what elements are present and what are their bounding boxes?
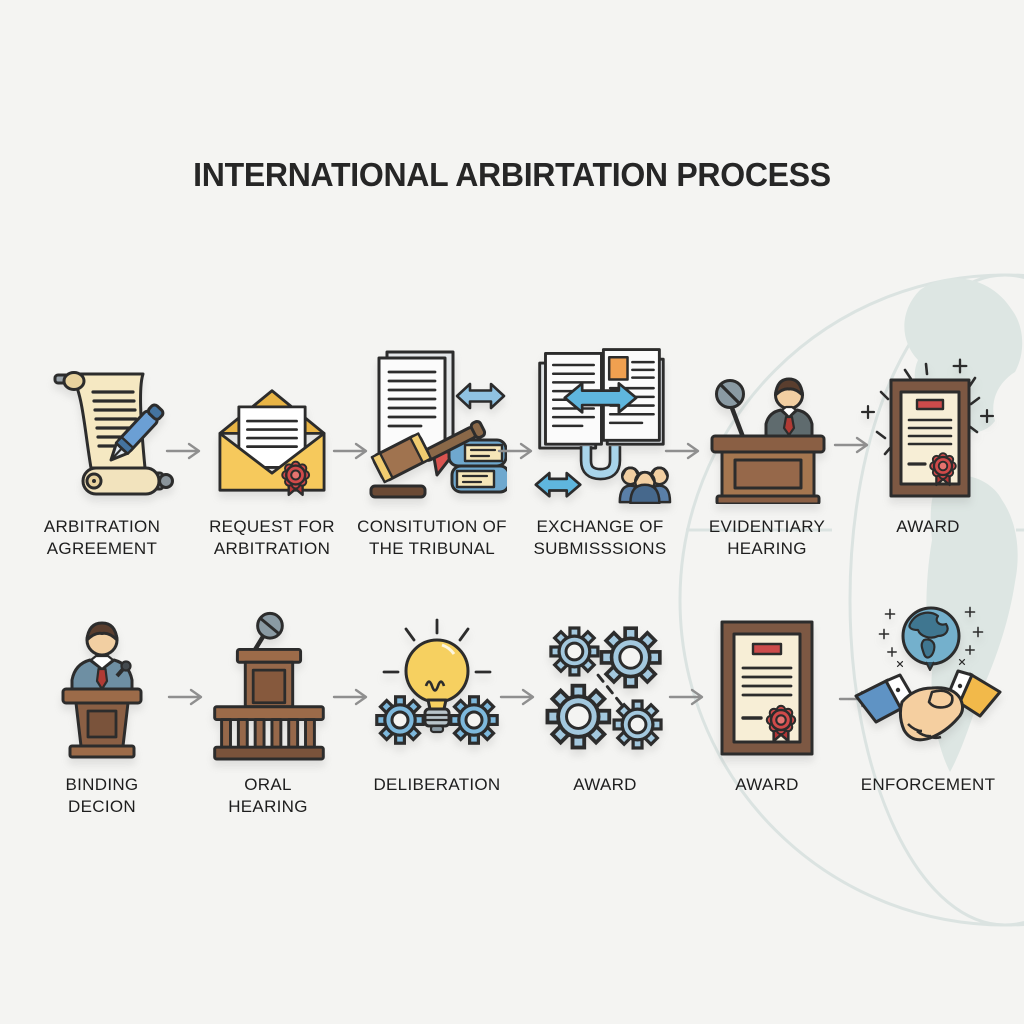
step-request-for-arbitration: REQUEST FOR ARBITRATION bbox=[190, 352, 354, 561]
step-enforcement: ENFORCEMENT bbox=[846, 606, 1010, 796]
step-label: BINDING DECION bbox=[65, 775, 139, 817]
step-label: DELIBERATION bbox=[373, 775, 501, 794]
step-label: CONSITUTION OF THE TRIBUNAL bbox=[357, 517, 507, 559]
lightbulb-gears-icon bbox=[355, 610, 519, 762]
step-label: EVIDENTIARY HEARING bbox=[708, 517, 826, 559]
courtroom-podium-railing-icon bbox=[186, 610, 350, 762]
gavel-documents-books-icon bbox=[350, 350, 514, 504]
step-award-2: AWARD bbox=[523, 610, 687, 796]
step-label: EXCHANGE OF SUBMISSSIONS bbox=[533, 517, 667, 559]
step-award-3: AWARD bbox=[685, 610, 849, 796]
step-label: AWARD bbox=[896, 517, 960, 536]
step-label: AWARD bbox=[735, 775, 799, 794]
speaker-at-podium-icon bbox=[20, 610, 184, 762]
gears-icon bbox=[523, 610, 687, 762]
step-oral-hearing: ORAL HEARING bbox=[186, 610, 350, 819]
step-label: REQUEST FOR ARBITRATION bbox=[209, 517, 335, 559]
scroll-pen-icon bbox=[20, 352, 184, 504]
documents-exchange-people-icon bbox=[518, 348, 682, 504]
envelope-seal-icon bbox=[190, 352, 354, 504]
step-exchange-of-submissions: EXCHANGE OF SUBMISSSIONS bbox=[518, 348, 682, 561]
step-constitution-of-tribunal: CONSITUTION OF THE TRIBUNAL bbox=[350, 350, 514, 561]
step-label: ENFORCEMENT bbox=[860, 775, 996, 794]
page-title: INTERNATIONAL ARBIRTATION PROCESS bbox=[193, 156, 831, 193]
step-label: AWARD bbox=[573, 775, 637, 794]
step-label: ORAL HEARING bbox=[228, 775, 308, 817]
step-evidentiary-hearing: EVIDENTIARY HEARING bbox=[685, 352, 849, 561]
step-award-1: AWARD bbox=[846, 352, 1010, 538]
framed-certificate-icon bbox=[685, 610, 849, 762]
witness-stand-microphone-icon bbox=[685, 352, 849, 504]
handshake-globe-icon bbox=[846, 606, 1010, 762]
step-label: ARBITRATION AGREEMENT bbox=[43, 517, 161, 559]
step-binding-decision: BINDING DECION bbox=[20, 610, 184, 819]
framed-certificate-sparkles-icon bbox=[846, 352, 1010, 504]
step-deliberation: DELIBERATION bbox=[355, 610, 519, 796]
step-arbitration-agreement: ARBITRATION AGREEMENT bbox=[20, 352, 184, 561]
